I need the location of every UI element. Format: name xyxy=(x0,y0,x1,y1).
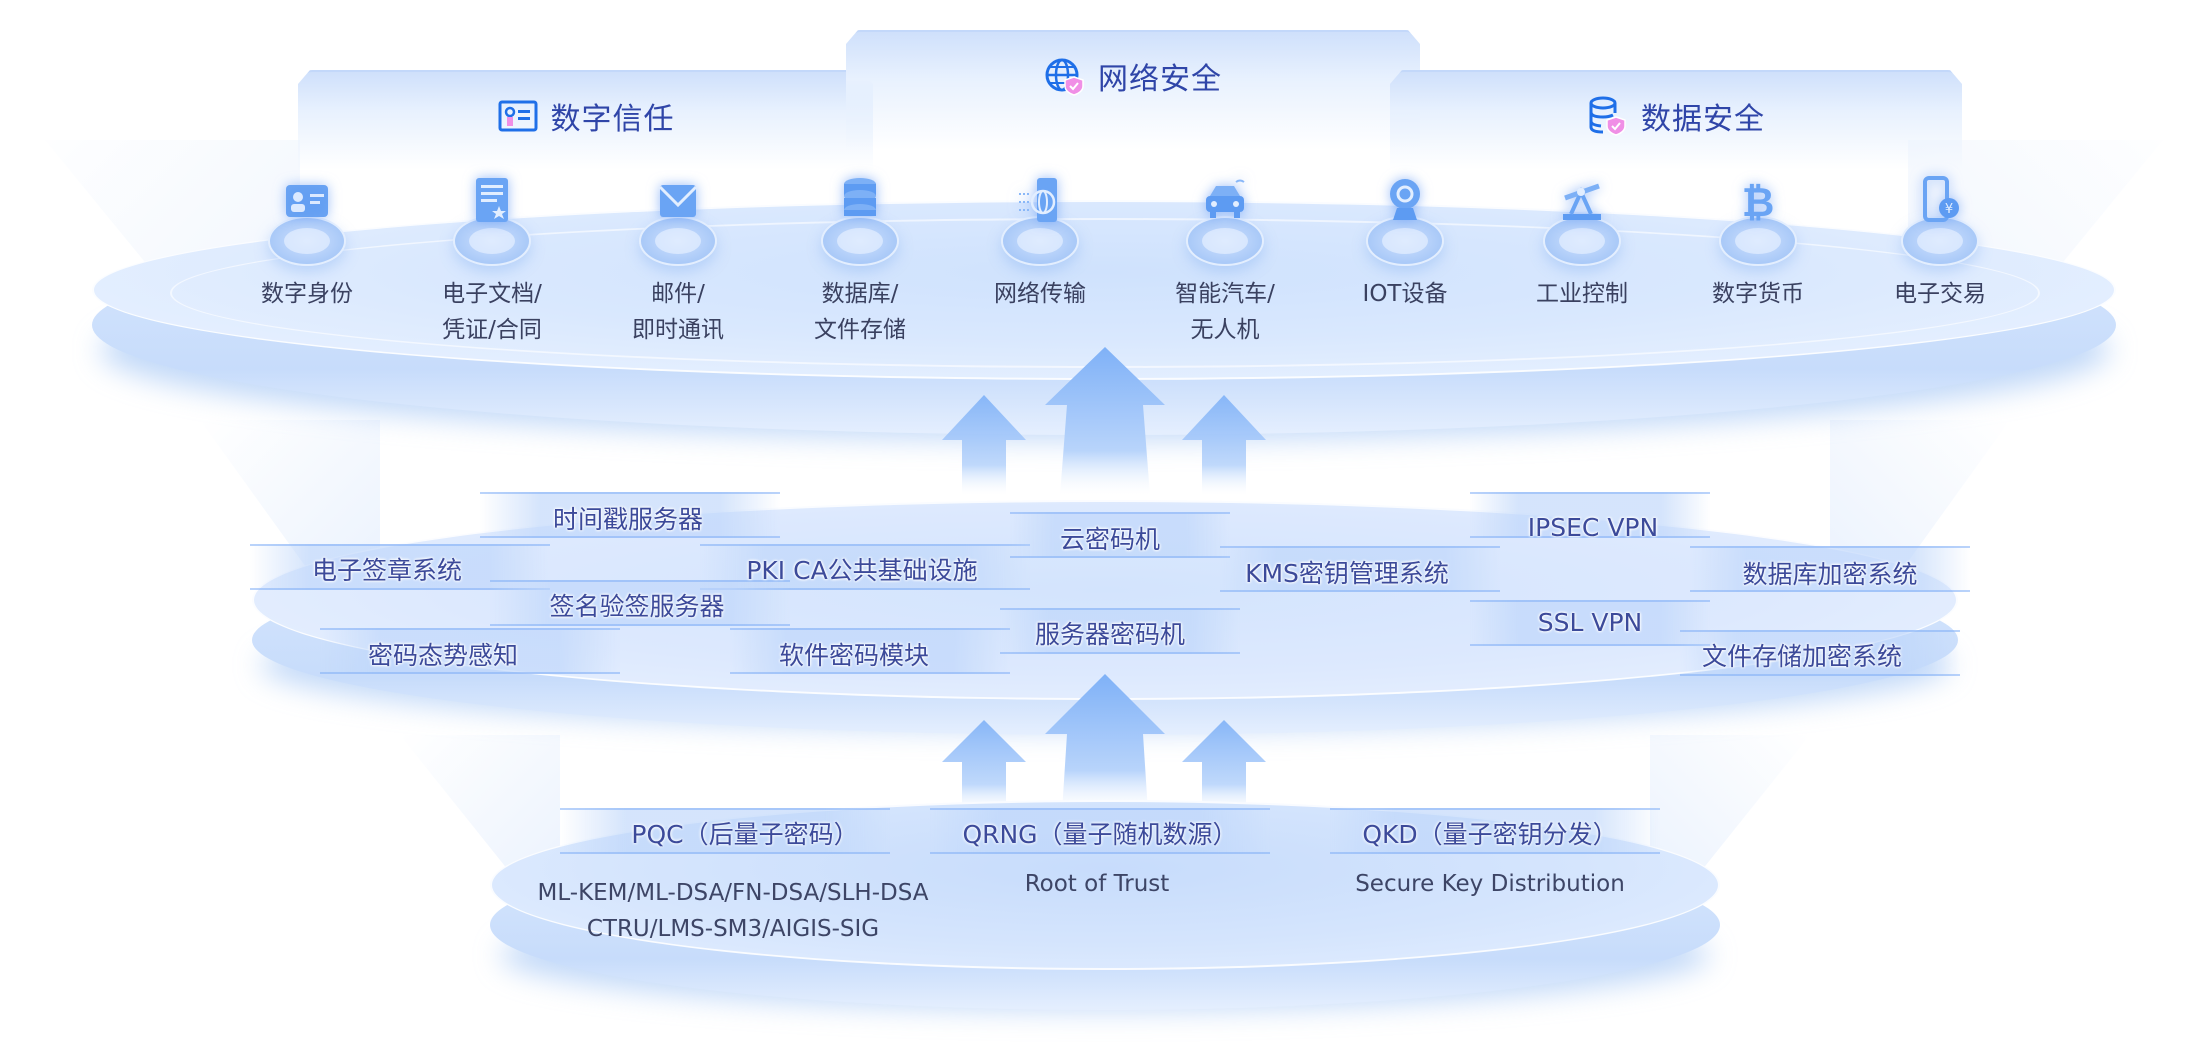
band xyxy=(1470,600,1710,646)
mail-icon xyxy=(652,172,704,230)
band xyxy=(730,628,1010,674)
band xyxy=(1220,546,1500,592)
tab-network-security[interactable]: 网络安全 xyxy=(846,30,1420,150)
product-kms[interactable]: KMS密钥管理系统 xyxy=(1245,559,1449,588)
band xyxy=(490,580,790,626)
phone-payment-icon: ¥ xyxy=(1914,172,1966,230)
tab-digital-trust[interactable]: 数字信任 xyxy=(298,70,873,170)
arrows-lower xyxy=(942,674,1266,812)
band xyxy=(1000,608,1240,654)
product-crypto-situation-awareness[interactable]: 密码态势感知 xyxy=(367,641,519,670)
database-shield-icon xyxy=(1587,95,1629,137)
app-label: 电子交易 xyxy=(1894,281,1986,307)
product-file-storage-encryption[interactable]: 文件存储加密系统 xyxy=(1701,642,1903,671)
tab-title: 数字信任 xyxy=(550,102,675,137)
app-label: 智能汽车/无人机 xyxy=(1175,281,1275,343)
app-label: 网络传输 xyxy=(994,281,1086,307)
svg-text:¥: ¥ xyxy=(1945,202,1953,217)
id-card-icon xyxy=(281,172,333,230)
band xyxy=(560,808,890,854)
product-ssl-vpn[interactable]: SSL VPN xyxy=(1537,608,1643,637)
band xyxy=(1680,630,1960,676)
product-cloud-crypto-machine[interactable]: 云密码机 xyxy=(1059,525,1161,554)
industrial-pump-icon xyxy=(1556,172,1608,230)
product-database-encryption[interactable]: 数据库加密系统 xyxy=(1742,560,1918,589)
svg-text:₿: ₿ xyxy=(1742,180,1775,226)
app-label: 数字身份 xyxy=(261,281,353,307)
band xyxy=(1690,546,1970,592)
arrow-up-right xyxy=(1182,720,1266,812)
foundation-subtitle: Root of Trust xyxy=(1024,871,1170,897)
app-label: 数据库/文件存储 xyxy=(814,281,906,343)
product-signature-verification-server[interactable]: 签名验签服务器 xyxy=(549,592,725,621)
tab-data-security[interactable]: 数据安全 xyxy=(1390,70,1962,170)
foundation-title: QKD（量子密钥分发） xyxy=(1362,820,1618,849)
product-e-seal-system[interactable]: 电子签章系统 xyxy=(311,556,463,585)
app-label: IOT设备 xyxy=(1362,281,1448,307)
network-transfer-icon xyxy=(1014,172,1066,230)
app-label: 电子文档/凭证/合同 xyxy=(442,281,542,343)
product-software-crypto-module[interactable]: 软件密码模块 xyxy=(778,641,930,670)
app-label: 工业控制 xyxy=(1536,281,1628,307)
app-label: 邮件/即时通讯 xyxy=(632,281,724,343)
tab-title: 网络安全 xyxy=(1098,62,1222,97)
band xyxy=(320,628,620,674)
arrow-up-left xyxy=(942,720,1026,812)
database-icon xyxy=(834,172,886,230)
foundation-subtitle: Secure Key Distribution xyxy=(1355,871,1625,897)
arrow-up-right xyxy=(1182,395,1266,495)
foundation-title: PQC（后量子密码） xyxy=(631,820,859,849)
globe-shield-icon xyxy=(1044,55,1086,97)
foundation-title: QRNG（量子随机数源） xyxy=(962,820,1238,849)
bitcoin-icon: ₿ xyxy=(1732,172,1784,230)
foundation-subtitle: ML-KEM/ML-DSA/FN-DSA/SLH-DSA CTRU/LMS-SM… xyxy=(537,880,929,942)
product-ipsec-vpn[interactable]: IPSEC VPN xyxy=(1527,513,1659,542)
product-pki-ca[interactable]: PKI CA公共基础设施 xyxy=(746,556,978,585)
band xyxy=(1330,808,1660,854)
app-label: 数字货币 xyxy=(1712,281,1804,307)
document-icon xyxy=(466,172,518,230)
band xyxy=(1010,512,1230,558)
arrow-up-center xyxy=(1045,674,1165,812)
band xyxy=(930,808,1270,854)
arrow-up-left xyxy=(942,395,1026,495)
certificate-icon xyxy=(497,95,539,137)
product-server-crypto-machine[interactable]: 服务器密码机 xyxy=(1034,620,1186,649)
arrow-up-center xyxy=(1045,347,1165,495)
car-icon xyxy=(1199,172,1251,230)
band xyxy=(480,492,780,538)
band xyxy=(1470,492,1710,538)
product-timestamp-server[interactable]: 时间戳服务器 xyxy=(552,505,704,534)
tab-title: 数据安全 xyxy=(1641,102,1765,137)
iot-camera-icon xyxy=(1379,172,1431,230)
arrows-upper xyxy=(942,347,1266,495)
